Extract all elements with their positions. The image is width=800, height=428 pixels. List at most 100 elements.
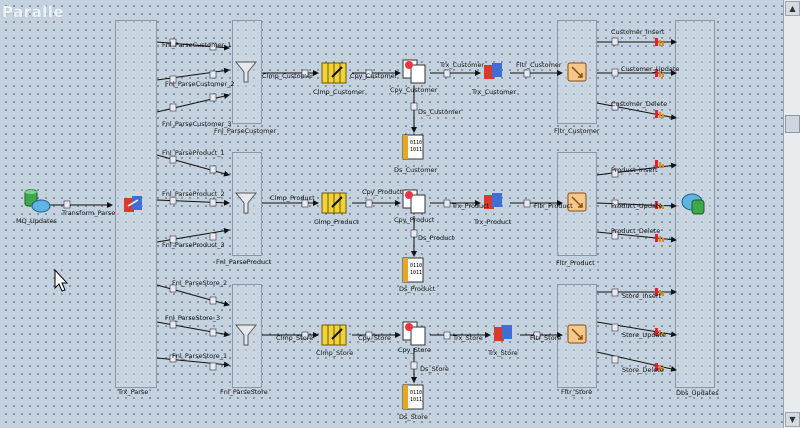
scroll-up-button[interactable]: ▲ <box>785 1 800 16</box>
link-label-store-insert: Store_Insert <box>622 292 662 300</box>
node-label-fnl-customer: Fnl_ParseCustomer <box>214 127 277 135</box>
link-fnl-customer-2 <box>156 67 230 81</box>
transformer-icon <box>124 196 142 212</box>
link-label-cpy-product: Cpy_Product <box>362 188 403 196</box>
node-label-cpy-product: Cpy_Product <box>394 216 435 224</box>
link-fnl-product-2 <box>156 199 230 206</box>
link-label-fnl-customer-3: Fnl_ParseCustomer_3 <box>162 120 232 128</box>
svg-text:1011: 1011 <box>410 270 422 276</box>
window-title: Paralle <box>2 3 65 21</box>
node-label-trx-product: Trx_Product <box>474 218 512 226</box>
link-fnl-product-1 <box>156 154 230 177</box>
fnl-customer-stage[interactable] <box>232 20 262 124</box>
link-label-fnl-store-1: Fnl_ParseStore_1 <box>172 352 228 360</box>
link-fnl-store-1 <box>156 357 230 368</box>
link-label-fltr-store: Fltr_Store <box>530 334 562 342</box>
node-label-ds-store: Ds_Store <box>399 413 428 421</box>
node-label-fnl-product: Fnl_ParseProduct <box>216 258 272 266</box>
link-fnl-product-3 <box>156 227 230 243</box>
node-label-ds-customer: Ds_Customer <box>394 166 438 174</box>
link-fnl-customer-3 <box>156 93 230 113</box>
link-label-fnl-store-3: Fnl_ParseStore_3 <box>165 314 221 322</box>
node-label-clmp-store: Clmp_Store <box>316 349 354 357</box>
link-label-fnl-product-1: Fnl_ParseProduct_1 <box>162 149 225 157</box>
link-label-fltr-product: Fltr_Product <box>534 202 573 210</box>
link-label-cpy-store: Cpy_Store <box>358 334 391 342</box>
copy-icon-store <box>402 321 426 346</box>
link-label-product-delete: Product_Delete <box>611 227 661 235</box>
link-label-fnl-customer-1: Fnl_ParseCustomer_1 <box>162 41 232 49</box>
node-label-trx-parse: Trx_Parse <box>118 388 149 396</box>
node-label-dbs-updates: Dbs_Updates <box>676 389 719 397</box>
link-label-product-update: Product_Update <box>611 202 663 210</box>
mq-queue-icon <box>24 189 51 213</box>
node-label-fnl-store: Fnl_ParseStore <box>220 388 268 396</box>
link-label-fnl-store-2: Fnl_ParseStore_2 <box>172 279 228 287</box>
link-label-clmp-customer: Clmp_Customer <box>262 72 314 80</box>
node-label-cpy-store: Cpy_Store <box>398 346 431 354</box>
svg-text:1011: 1011 <box>410 397 422 403</box>
link-label-cpy-customer: Cpy_Customer <box>350 72 398 80</box>
link-label-trx-customer: Trx_Customer <box>440 61 485 69</box>
link-label-ds-product: Ds_Product <box>418 234 455 242</box>
svg-text:0110: 0110 <box>410 263 422 269</box>
node-label-clmp-customer: Clmp_Customer <box>313 88 365 96</box>
copy-icon-customer <box>402 59 426 84</box>
svg-text:1011: 1011 <box>410 147 422 153</box>
scroll-thumb[interactable] <box>785 115 800 133</box>
link-label-fltr-customer: Fltr_Customer <box>516 61 562 69</box>
svg-text:0110: 0110 <box>410 390 422 396</box>
funnel-icon-store <box>234 324 258 346</box>
link-fnl-store-2 <box>156 284 230 307</box>
node-label-trx-customer: Trx_Customer <box>472 88 517 96</box>
link-label-trx-product: Trx_Product <box>452 202 490 210</box>
scroll-down-button[interactable]: ▼ <box>785 412 800 427</box>
svg-text:0110: 0110 <box>410 140 422 146</box>
link-label-customer-update: Customer_Update <box>621 65 680 73</box>
filter-icon-product <box>567 192 587 212</box>
column-import-icon-customer <box>321 62 347 84</box>
node-label-fltr-product: Fltr_Product <box>556 259 595 267</box>
database-target-icon <box>681 193 705 215</box>
node-label-fltr-store: Fltr_Store <box>561 388 593 396</box>
funnel-icon-customer <box>234 61 258 83</box>
filter-icon-store <box>567 324 587 344</box>
link-label-fnl-product-2: Fnl_ParseProduct_2 <box>162 190 225 198</box>
link-label-store-update: Store_Update <box>622 331 666 339</box>
link-label-product-insert: Product_Insert <box>611 166 658 174</box>
filter-icon-customer <box>567 62 587 82</box>
node-label-cpy-customer: Cpy_Customer <box>390 86 438 94</box>
column-import-icon-product <box>321 192 347 214</box>
link-label-clmp-product: Clmp_Product <box>270 194 315 202</box>
mouse-cursor-icon <box>54 268 69 292</box>
node-label-trx-store: Trx_Store <box>488 349 518 357</box>
node-label-ds-product: Ds_Product <box>399 285 436 293</box>
link-label-transform-parse: Transform_Parse <box>62 209 116 217</box>
link-label-trx-store: Trx_Store <box>453 334 483 342</box>
link-label-fnl-customer-2: Fnl_ParseCustomer_2 <box>165 80 235 88</box>
column-import-icon-store <box>321 324 347 346</box>
link-label-clmp-store: Clmp_Store <box>276 334 314 342</box>
link-fnl-store-3 <box>156 321 230 338</box>
node-label-fltr-customer: Fltr_Customer <box>554 127 600 135</box>
transformer-icon-customer <box>484 63 502 79</box>
vertical-scrollbar[interactable]: ▲ ▼ <box>783 0 800 428</box>
link-fnl-customer-1 <box>156 41 230 51</box>
transformer-icon-store <box>494 325 512 341</box>
link-label-store-delete: Store_Delete <box>622 366 664 374</box>
link-label-fnl-product-3: Fnl_ParseProduct_3 <box>162 241 225 249</box>
transformer-icon-product <box>484 193 502 209</box>
link-label-ds-store: Ds_Store <box>420 365 449 373</box>
node-label-clmp-product: Clmp_Product <box>314 218 359 226</box>
node-label-mq: MQ_Updates <box>16 217 57 225</box>
link-label-customer-delete: Customer_Delete <box>611 100 668 108</box>
link-label-customer-insert: Customer_Insert <box>611 28 665 36</box>
funnel-icon-product <box>234 192 258 214</box>
link-label-ds-customer: Ds_Customer <box>418 108 462 116</box>
copy-icon-product <box>402 189 426 214</box>
